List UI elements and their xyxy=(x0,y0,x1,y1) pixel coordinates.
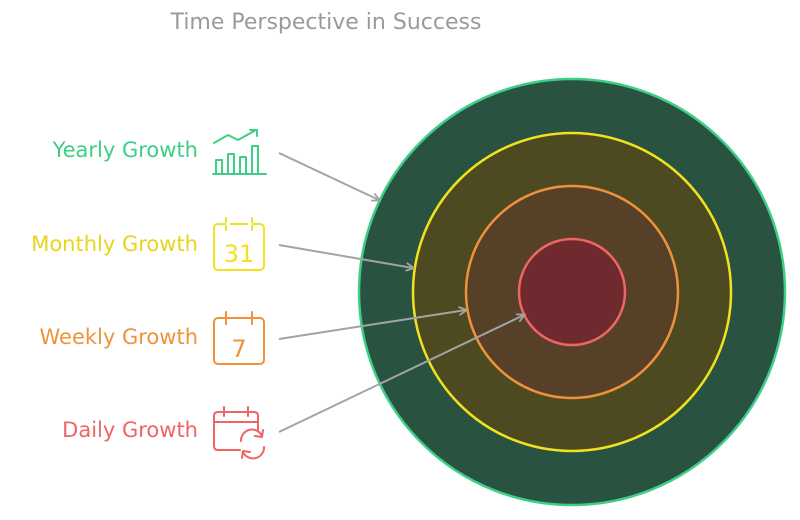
diagram-title: Time Perspective in Success xyxy=(170,10,482,35)
arrow-daily xyxy=(278,315,524,433)
calendar-refresh-icon xyxy=(213,406,266,460)
label-weekly-growth: Weekly Growth xyxy=(39,325,198,349)
calendar-7-text: 7 xyxy=(231,335,246,363)
calendar-7-icon: 7 xyxy=(213,311,265,365)
calendar-31-text: 31 xyxy=(224,240,255,268)
arrow-monthly xyxy=(278,244,413,268)
label-yearly-growth: Yearly Growth xyxy=(52,138,198,162)
label-daily-growth: Daily Growth xyxy=(62,418,198,442)
arrow-weekly xyxy=(278,310,466,340)
chart-trend-icon xyxy=(212,129,267,175)
arrow-yearly xyxy=(278,152,379,200)
label-monthly-growth: Monthly Growth xyxy=(31,232,198,256)
calendar-31-icon: 31 xyxy=(213,217,265,271)
ring-daily xyxy=(517,237,627,347)
